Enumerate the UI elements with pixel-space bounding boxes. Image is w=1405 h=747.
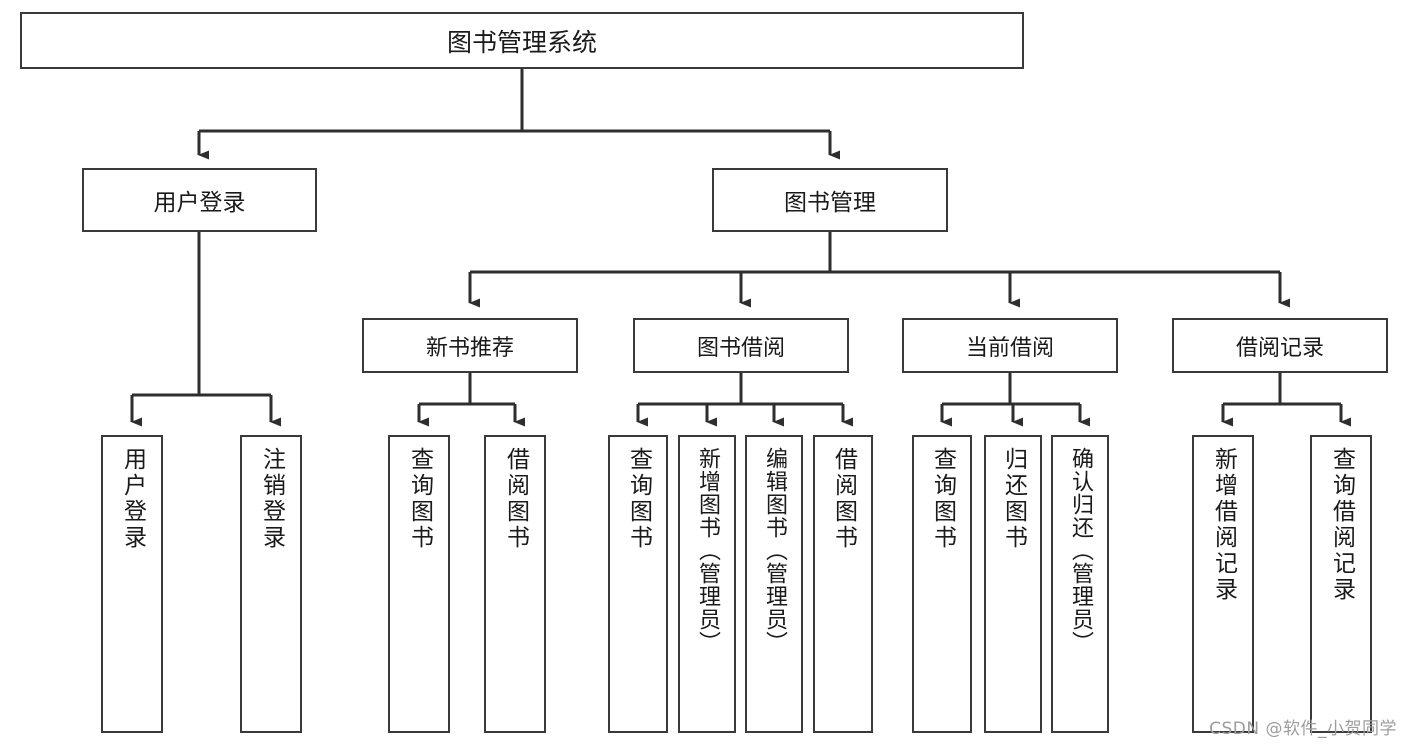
- node-label: 查询图书: [406, 447, 433, 551]
- node-leaf-query-book-2[interactable]: 查询图书: [608, 435, 668, 733]
- node-leaf-confirm-return-admin[interactable]: 确认归还（管理员）: [1051, 435, 1109, 733]
- node-label: 归还图书: [1000, 447, 1027, 551]
- node-label: 用户登录: [119, 447, 146, 551]
- node-leaf-query-book-1[interactable]: 查询图书: [388, 435, 450, 733]
- node-leaf-add-borrow-record[interactable]: 新增借阅记录: [1192, 435, 1254, 733]
- node-leaf-edit-book-admin[interactable]: 编辑图书（管理员）: [745, 435, 803, 733]
- node-borrow-record[interactable]: 借阅记录: [1172, 318, 1388, 373]
- node-label: 查询图书: [625, 447, 652, 551]
- node-book-borrow[interactable]: 图书借阅: [633, 318, 849, 373]
- node-book-manage[interactable]: 图书管理: [712, 168, 948, 232]
- node-user-login[interactable]: 用户登录: [82, 168, 317, 232]
- node-leaf-query-book-3[interactable]: 查询图书: [912, 435, 972, 733]
- node-label: 用户登录: [153, 190, 246, 216]
- node-label: 注销登录: [258, 447, 285, 551]
- node-label: 图书管理: [784, 190, 876, 216]
- node-label: 确认归还（管理员）: [1068, 447, 1093, 654]
- node-label: 新增图书（管理员）: [695, 447, 720, 654]
- node-new-book-recommend[interactable]: 新书推荐: [362, 318, 578, 373]
- node-label: 当前借阅: [965, 335, 1054, 361]
- node-leaf-borrow-book-1[interactable]: 借阅图书: [484, 435, 546, 733]
- node-current-borrow[interactable]: 当前借阅: [902, 318, 1118, 373]
- node-leaf-borrow-book-2[interactable]: 借阅图书: [813, 435, 873, 733]
- node-label: 新书推荐: [425, 335, 514, 361]
- node-label: 新增借阅记录: [1210, 447, 1237, 603]
- node-leaf-user-logout[interactable]: 注销登录: [240, 435, 302, 733]
- node-label: 编辑图书（管理员）: [762, 447, 787, 654]
- node-label: 查询借阅记录: [1328, 447, 1355, 603]
- node-label: 图书管理系统: [446, 27, 597, 57]
- node-label: 图书借阅: [696, 335, 785, 361]
- node-leaf-user-login[interactable]: 用户登录: [101, 435, 163, 733]
- node-label: 借阅图书: [830, 447, 857, 551]
- node-label: 借阅图书: [502, 447, 529, 551]
- node-label: 借阅记录: [1235, 335, 1324, 361]
- watermark-text: CSDN @软件_小贺同学: [1209, 719, 1397, 739]
- node-root[interactable]: 图书管理系统: [20, 12, 1024, 69]
- node-label: 查询图书: [929, 447, 956, 551]
- node-leaf-add-book-admin[interactable]: 新增图书（管理员）: [678, 435, 736, 733]
- node-leaf-query-borrow-record[interactable]: 查询借阅记录: [1310, 435, 1372, 733]
- node-leaf-return-book[interactable]: 归还图书: [984, 435, 1042, 733]
